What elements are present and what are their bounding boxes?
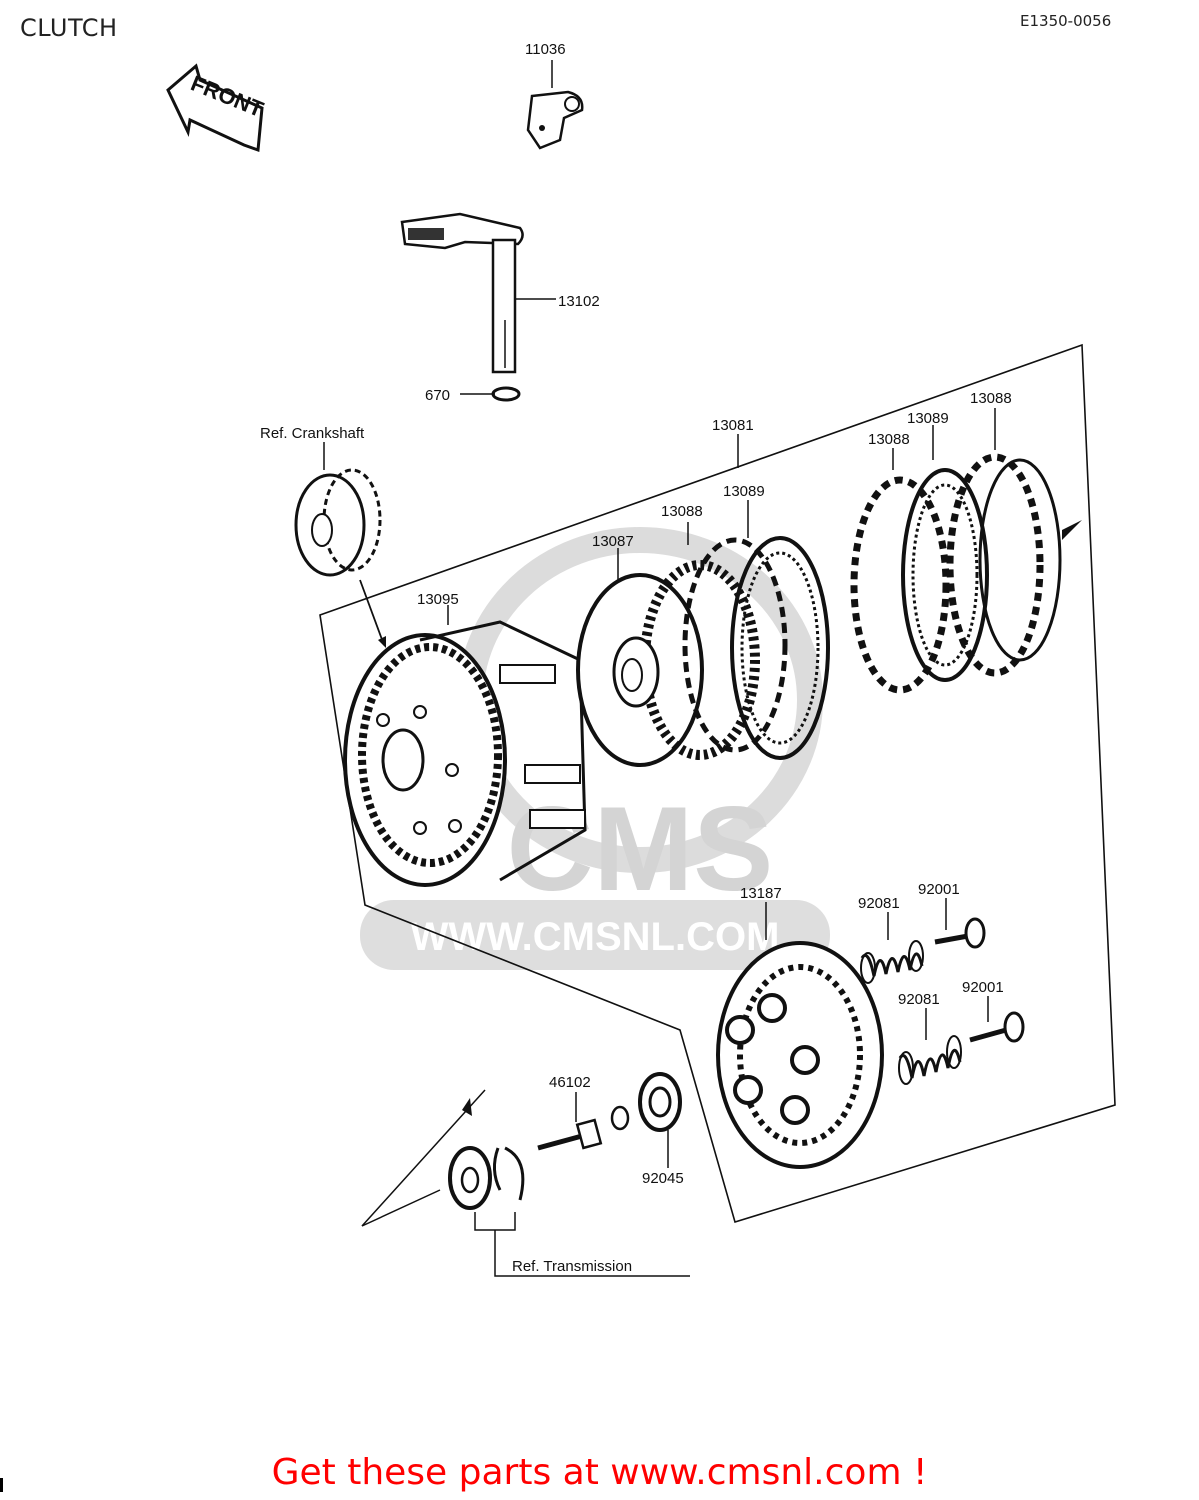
- bolt-92001-upper: [934, 898, 986, 949]
- spring-92081-lower: [898, 1008, 962, 1085]
- cmsnl-link[interactable]: Get these parts at www.cmsnl.com !: [271, 1452, 928, 1493]
- watermark: CMS WWW.CMSNL.COM: [360, 527, 830, 970]
- clutch-hub-13087: [576, 548, 760, 767]
- bearing-92045: [638, 1072, 682, 1168]
- label-ref-crankshaft: Ref. Crankshaft: [260, 425, 365, 442]
- label-92045: 92045: [642, 1170, 684, 1187]
- crankshaft-gear: [294, 442, 386, 648]
- clutch-housing-13095: [343, 605, 587, 887]
- label-92001-upper: 92001: [918, 881, 960, 898]
- label-13088-mid: 13088: [868, 431, 910, 448]
- label-13187: 13187: [740, 885, 782, 902]
- label-13087: 13087: [592, 533, 634, 550]
- label-ref-transmission: Ref. Transmission: [512, 1258, 632, 1275]
- front-arrow-icon: FRONT: [166, 63, 268, 153]
- push-rod-46102: [537, 1092, 630, 1151]
- watermark-brand: CMS: [507, 782, 774, 916]
- plate-13088-front: [682, 522, 788, 753]
- label-13089-mid: 13089: [723, 483, 765, 500]
- circlip-670: [460, 386, 521, 402]
- bracket-11036: [526, 60, 584, 150]
- label-13089-top: 13089: [907, 410, 949, 427]
- label-670: 670: [425, 387, 450, 404]
- parts-diagram: CMS WWW.CMSNL.COM FRONT: [166, 41, 1116, 1277]
- label-11036: 11036: [525, 41, 566, 58]
- bolt-92001-lower: [969, 996, 1025, 1043]
- pressure-plate-13187: [716, 902, 884, 1169]
- label-13102: 13102: [558, 293, 600, 310]
- label-92001-lower: 92001: [962, 979, 1004, 996]
- watermark-url: WWW.CMSNL.COM: [411, 915, 780, 959]
- label-13081: 13081: [712, 417, 754, 434]
- spring-92081-upper: [860, 912, 924, 984]
- diagram-code: E1350-0056: [1020, 12, 1112, 30]
- corner-mark: [0, 1478, 3, 1492]
- page-title: CLUTCH: [20, 14, 118, 42]
- plate-13089-front: [730, 500, 830, 760]
- transmission-washers: [361, 1089, 690, 1277]
- label-46102: 46102: [549, 1074, 591, 1091]
- label-92081-upper: 92081: [858, 895, 900, 912]
- assembly-frame: [319, 343, 1116, 1224]
- label-92081-lower: 92081: [898, 991, 940, 1008]
- label-13095: 13095: [417, 591, 459, 608]
- label-13088-top: 13088: [970, 390, 1012, 407]
- friction-plates-13081: [737, 408, 1082, 694]
- label-13088-low: 13088: [661, 503, 703, 520]
- release-shaft-13102: [400, 212, 556, 374]
